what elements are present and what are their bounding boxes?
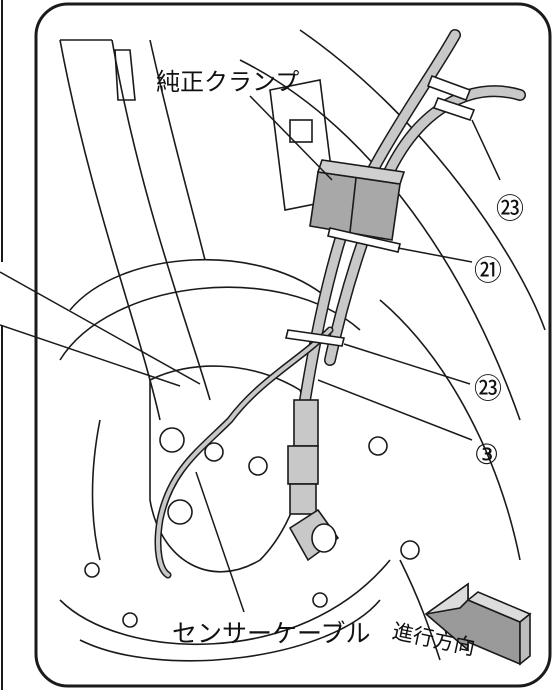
label-sensor-cable: センサーケーブル [172,619,371,648]
callout-23-mid: ㉓ [474,372,502,405]
cable-tie-23-mid [285,329,345,347]
label-genuine-clamp: 純正クランプ [156,68,299,96]
fork-and-wheel-lineart [59,29,546,662]
sensor-cable-fill [156,328,332,577]
callout-21: ㉑ [474,254,502,287]
cable-tie-21 [327,227,401,253]
leader-lines [0,95,501,613]
genuine-clamp [309,159,406,241]
callout-23-top: ㉓ [496,192,524,225]
direction-arrow [424,582,532,666]
callout-3: ③ [474,438,499,471]
frame-border [34,2,552,688]
brake-hose [287,29,526,562]
cable-tie-23-top [426,74,476,121]
